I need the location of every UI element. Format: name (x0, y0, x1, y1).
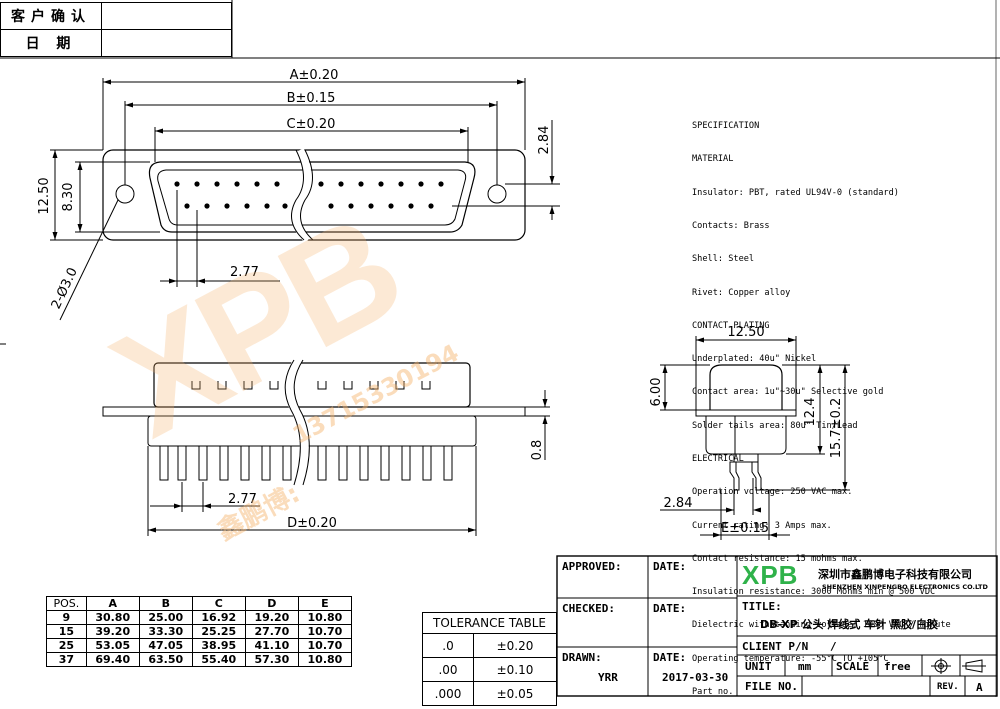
spec-line: Solder tails area: 80u" Tin/Lead (692, 420, 858, 431)
cell: 27.70 (244, 624, 299, 639)
customer-confirm-table: 客户确认 日 期 (0, 2, 232, 57)
file-no-label: FILE NO. (745, 680, 798, 693)
company-name-en: SHENZHEN XINPENGBO ELECTRONICS CO.LTD (822, 583, 988, 591)
spec-line: Dielectric withstanding voltage: 1000 VA… (692, 620, 951, 631)
spec-line: Contact area: 1u"~30u" Selective gold (692, 387, 884, 398)
cell: ±0.10 (473, 657, 557, 682)
drawn-label: DRAWN: (562, 651, 602, 664)
cell: 69.40 (85, 652, 140, 667)
col-header: POS. (46, 596, 87, 611)
spec-line: Rivet: Copper alloy (692, 287, 791, 298)
cell: ±0.20 (473, 633, 557, 658)
tolerance-title: TOLERANCE TABLE (422, 612, 557, 634)
profile-height-label: 6.00 (649, 378, 664, 407)
specification-block: SPECIFICATION MATERIAL Insulator: PBT, r… (692, 99, 951, 709)
scale-value: free (884, 660, 911, 673)
cell: 25.00 (138, 610, 193, 625)
dim-shell-height-label: 8.30 (61, 183, 76, 212)
cell: 16.92 (191, 610, 246, 625)
cell: 55.40 (191, 652, 246, 667)
profile-height2-label: 12.4 (803, 398, 818, 427)
client-pn-value: / (830, 640, 837, 653)
dim-pitch-label: 2.77 (230, 265, 259, 280)
table-row: .0±0.20 (422, 633, 557, 658)
date-label: 日 期 (0, 29, 102, 57)
projection-icon (931, 658, 986, 674)
client-pn-label: CLIENT P/N (742, 640, 809, 653)
cell: 10.70 (297, 638, 353, 653)
date-value (101, 29, 232, 57)
profile-width-label: 12.50 (727, 325, 764, 340)
drawn-by-value: YRR (598, 671, 618, 684)
dim-d-label: D±0.20 (287, 516, 337, 531)
title-value: DB-XP 公头 焊线式 车针 黑胶/白胶 (760, 618, 939, 631)
spec-line: Insulation resistance: 3000 Mohms min @ … (692, 587, 936, 598)
spec-line: Operation voltage: 250 VAC max. (692, 487, 853, 498)
spec-line: Underplated: 40u" Nickel (692, 354, 817, 365)
cell: 63.50 (138, 652, 193, 667)
spec-line: ELECTRICAL (692, 454, 744, 464)
table-row: .00±0.10 (422, 657, 557, 682)
unit-value: mm (798, 660, 812, 673)
table-header-row: POS. A B C D E (46, 596, 353, 611)
spec-line: Operating temperature: -55°C TO +105°C (692, 653, 889, 664)
approved-label: APPROVED: (562, 560, 622, 573)
profile-tail-label: 2.84 (664, 496, 693, 511)
drawn-date-label: DATE: (653, 651, 687, 664)
drawn-date-value: 2017-03-30 (662, 671, 729, 684)
company-logo: XPB (742, 560, 799, 590)
dim-e-label: E±0.15 (721, 521, 769, 536)
cell: 30.80 (85, 610, 140, 625)
spec-line: SPECIFICATION (692, 121, 760, 132)
spec-line: Contact resistance: 15 mohms max. (692, 553, 863, 564)
cell: 37 (46, 652, 87, 667)
customer-confirm-value (101, 2, 232, 30)
cell: 57.30 (244, 652, 299, 667)
rev-value: A (976, 681, 983, 694)
title-label: TITLE: (742, 600, 782, 613)
profile-height3-label: 15.7±0.2 (829, 398, 844, 459)
side-pitch-label: 2.77 (228, 492, 257, 507)
spec-line: Contacts: Brass (692, 221, 770, 232)
dim-thickness-label: 0.8 (530, 440, 545, 461)
dim-a-label: A±0.20 (290, 68, 339, 83)
dim-c-label: C±0.20 (287, 117, 336, 132)
dim-b-label: B±0.15 (287, 91, 336, 106)
customer-confirm-label: 客户确认 (0, 2, 102, 30)
rev-label: REV. (937, 682, 959, 692)
spec-line: Shell: Steel (692, 254, 755, 265)
spec-line: Insulator: PBT, rated UL94V-0 (standard) (692, 187, 899, 198)
spec-line: MATERIAL (692, 154, 734, 165)
spec-line: Current rating: 3 Amps max. (692, 520, 832, 531)
spec-line: Part no. (692, 686, 734, 697)
cell: 47.05 (138, 638, 193, 653)
cell: 38.95 (191, 638, 246, 653)
unit-label: UNIT (745, 660, 772, 673)
approved-date-label: DATE: (653, 560, 687, 573)
company-name-cn: 深圳市鑫鹏博电子科技有限公司 (818, 568, 972, 581)
dim-top-offset-label: 2.84 (537, 126, 552, 155)
cell: .00 (422, 657, 474, 682)
checked-date-label: DATE: (653, 602, 687, 615)
spec-line: CONTACT PLATING (692, 320, 770, 331)
scale-label: SCALE (836, 660, 870, 673)
checked-label: CHECKED: (562, 602, 615, 615)
cell: 10.80 (297, 652, 353, 667)
dim-height-label: 12.50 (37, 177, 52, 214)
